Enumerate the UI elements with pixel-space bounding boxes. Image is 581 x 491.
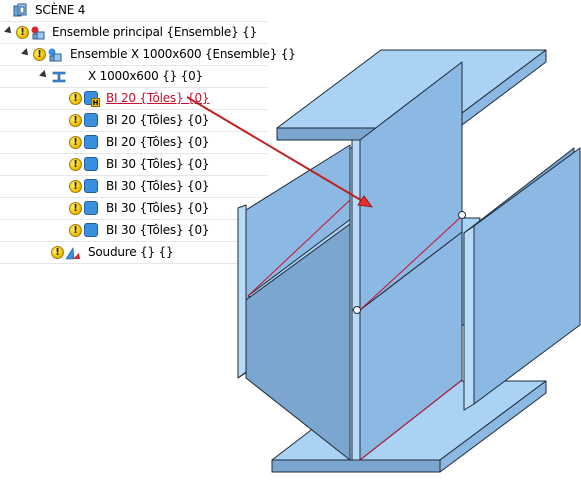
warning-icon: ! bbox=[69, 114, 82, 127]
tree-row-weld[interactable]: ! Soudure {} {} bbox=[0, 242, 268, 264]
plate-icon bbox=[84, 157, 98, 171]
part-label: BI 20 {Tôles} {0} bbox=[106, 135, 210, 149]
web-upper-right[interactable] bbox=[359, 61, 463, 311]
web-upper-edge[interactable] bbox=[351, 139, 361, 311]
right-stiffener-edge[interactable] bbox=[463, 225, 475, 411]
tree-row-profile[interactable]: X 1000x600 {} {0} bbox=[0, 66, 268, 88]
warning-icon: ! bbox=[69, 180, 82, 193]
weld-icon bbox=[65, 247, 80, 260]
warning-icon: ! bbox=[69, 92, 82, 105]
warning-icon: ! bbox=[33, 48, 46, 61]
weld-seam bbox=[247, 199, 351, 297]
warning-icon: ! bbox=[69, 224, 82, 237]
tree-row-assembly-main[interactable]: ! Ensemble principal {Ensemble} {} bbox=[0, 22, 268, 44]
warning-icon: ! bbox=[51, 246, 64, 259]
scene-icon bbox=[13, 3, 27, 17]
part-label: BI 30 {Tôles} {0} bbox=[106, 157, 210, 171]
part-label: BI 20 {Tôles} {0} bbox=[106, 91, 210, 105]
warning-icon: ! bbox=[69, 202, 82, 215]
scene-title: SCÈNE 4 bbox=[35, 3, 86, 17]
bottom-flange-front[interactable] bbox=[271, 459, 441, 473]
assembly-main-label: Ensemble principal {Ensemble} {} bbox=[52, 25, 258, 39]
warning-icon: ! bbox=[69, 158, 82, 171]
plate-icon bbox=[84, 201, 98, 215]
assembly-icon bbox=[48, 48, 62, 62]
web-lower-left[interactable] bbox=[245, 223, 351, 461]
plate-icon bbox=[84, 179, 98, 193]
right-stiffener-front[interactable] bbox=[473, 147, 581, 405]
plate-icon bbox=[84, 113, 98, 127]
tree-row-assembly-x[interactable]: ! Ensemble X 1000x600 {Ensemble} {} bbox=[0, 44, 296, 66]
weld-seam bbox=[359, 379, 463, 461]
part-label: BI 30 {Tôles} {0} bbox=[106, 201, 210, 215]
weld-point-icon[interactable] bbox=[353, 306, 361, 314]
assembly-x-label: Ensemble X 1000x600 {Ensemble} {} bbox=[70, 47, 296, 61]
plate-icon bbox=[84, 223, 98, 237]
web-lower-edge[interactable] bbox=[351, 309, 361, 461]
tree-row-part[interactable]: ! BI 30 {Tôles} {0} bbox=[0, 198, 268, 220]
tree-row-scene[interactable]: SCÈNE 4 bbox=[0, 0, 268, 22]
tree-row-part[interactable]: ! BI 30 {Tôles} {0} bbox=[0, 220, 268, 242]
weld-point-icon[interactable] bbox=[458, 211, 466, 219]
tree-row-part[interactable]: ! BI 30 {Tôles} {0} bbox=[0, 176, 268, 198]
profile-label: X 1000x600 {} {0} bbox=[88, 69, 203, 83]
tree-row-part[interactable]: ! BI 20 {Tôles} {0} bbox=[0, 132, 268, 154]
plate-icon bbox=[84, 135, 98, 149]
annotation-arrow bbox=[186, 96, 373, 208]
part-label: BI 20 {Tôles} {0} bbox=[106, 113, 210, 127]
weld-seam bbox=[359, 215, 463, 311]
profile-icon bbox=[52, 71, 66, 83]
tree-row-part[interactable]: ! BI 20 {Tôles} {0} bbox=[0, 110, 268, 132]
h-badge-icon: H bbox=[91, 98, 100, 107]
tree-row-part[interactable]: ! BI 30 {Tôles} {0} bbox=[0, 154, 268, 176]
part-label: BI 30 {Tôles} {0} bbox=[106, 223, 210, 237]
tree-row-part[interactable]: ! H BI 20 {Tôles} {0} bbox=[0, 88, 268, 110]
assembly-icon bbox=[31, 26, 45, 40]
bottom-flange-side[interactable] bbox=[439, 380, 547, 473]
weld-label: Soudure {} {} bbox=[88, 245, 174, 259]
left-stiffener-edge[interactable] bbox=[237, 204, 247, 379]
warning-icon: ! bbox=[69, 136, 82, 149]
part-label: BI 30 {Tôles} {0} bbox=[106, 179, 210, 193]
warning-icon: ! bbox=[16, 26, 29, 39]
